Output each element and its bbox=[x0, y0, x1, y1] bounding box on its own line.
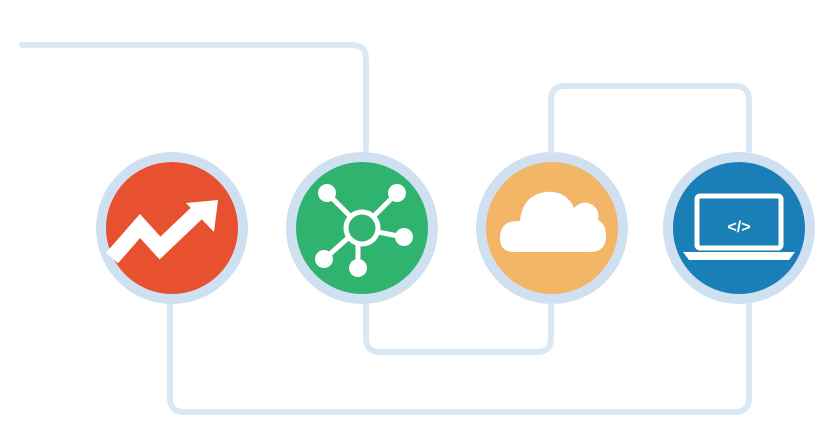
laptop-screen-code-label: </> bbox=[727, 219, 750, 236]
connector-growth-to-laptop bbox=[167, 297, 752, 415]
connector-network-to-cloud bbox=[363, 297, 554, 355]
connector-top-left bbox=[19, 42, 369, 153]
node-cloud bbox=[476, 152, 628, 304]
network-hub-icon bbox=[315, 184, 413, 277]
node-network bbox=[286, 152, 438, 304]
node-growth bbox=[96, 152, 248, 304]
connector-lines bbox=[19, 42, 752, 415]
connector-cloud-to-laptop bbox=[548, 83, 752, 153]
trend-up-arrow-icon bbox=[105, 200, 218, 264]
node-code: </> bbox=[663, 152, 815, 304]
cloud-icon bbox=[500, 191, 606, 252]
laptop-code-icon: </> bbox=[683, 193, 795, 260]
